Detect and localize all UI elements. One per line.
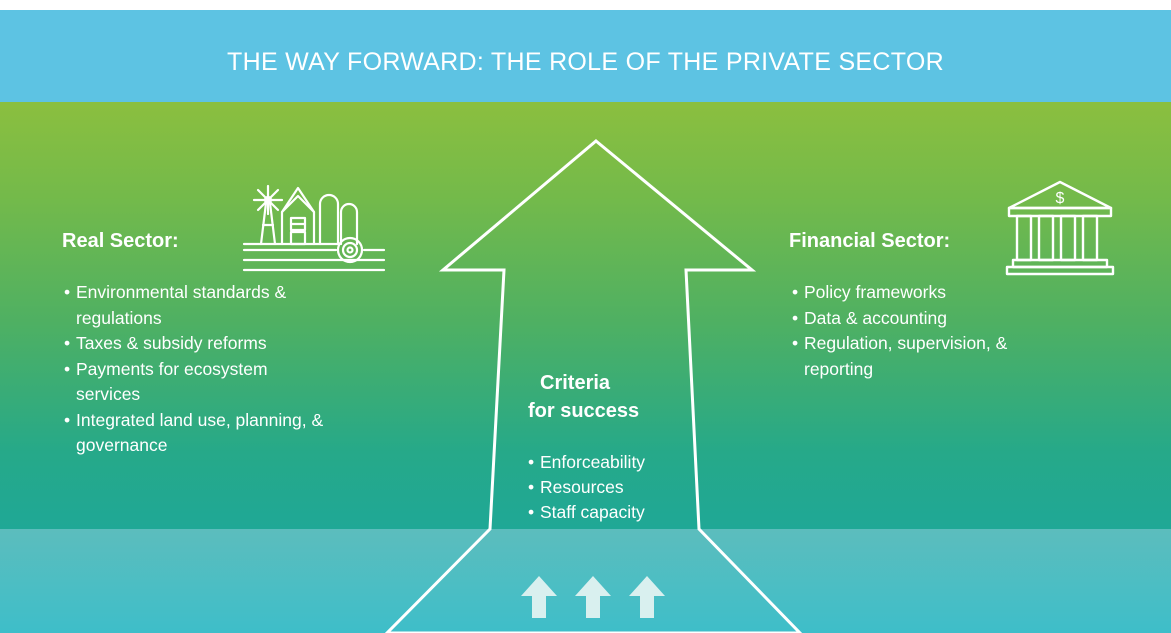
list-item: Environmental standards & regulations: [64, 280, 324, 331]
list-item: Taxes & subsidy reforms: [64, 331, 324, 357]
list-item: Resources: [528, 475, 688, 500]
criteria-heading-line: Criteria: [540, 372, 611, 394]
criteria-list: Enforceability Resources Staff capacity: [528, 450, 688, 525]
real-sector-heading: Real Sector:: [62, 230, 179, 252]
financial-sector-list: Policy frameworks Data & accounting Regu…: [792, 280, 1052, 382]
list-item: Data & accounting: [792, 306, 1052, 332]
list-item: Enforceability: [528, 450, 688, 475]
list-item: Payments for ecosystem services: [64, 357, 324, 408]
arrow-graphic: [384, 139, 803, 633]
up-arrow-icon: [575, 576, 611, 618]
list-item: Staff capacity: [528, 500, 688, 525]
criteria-heading: Criteria for success: [528, 369, 639, 425]
up-arrow-icon: [521, 576, 557, 618]
list-item: Policy frameworks: [792, 280, 1052, 306]
financial-sector-heading: Financial Sector:: [789, 230, 951, 252]
small-arrows: [521, 576, 665, 618]
farm-icon: [242, 184, 386, 272]
page-title: THE WAY FORWARD: THE ROLE OF THE PRIVATE…: [227, 48, 944, 76]
infographic: THE WAY FORWARD: THE ROLE OF THE PRIVATE…: [0, 10, 1171, 633]
criteria-heading-line: for success: [528, 400, 640, 422]
big-arrow-outline: [384, 139, 803, 633]
list-item: Integrated land use, planning, & governa…: [64, 408, 324, 459]
bank-icon: $: [1005, 180, 1115, 276]
svg-text:$: $: [1056, 190, 1065, 207]
title-banner: THE WAY FORWARD: THE ROLE OF THE PRIVATE…: [0, 10, 1171, 102]
real-sector-list: Environmental standards & regulations Ta…: [64, 280, 324, 459]
up-arrow-icon: [629, 576, 665, 618]
bottom-panel: [0, 529, 1171, 633]
list-item: Regulation, supervision, & reporting: [792, 331, 1052, 382]
